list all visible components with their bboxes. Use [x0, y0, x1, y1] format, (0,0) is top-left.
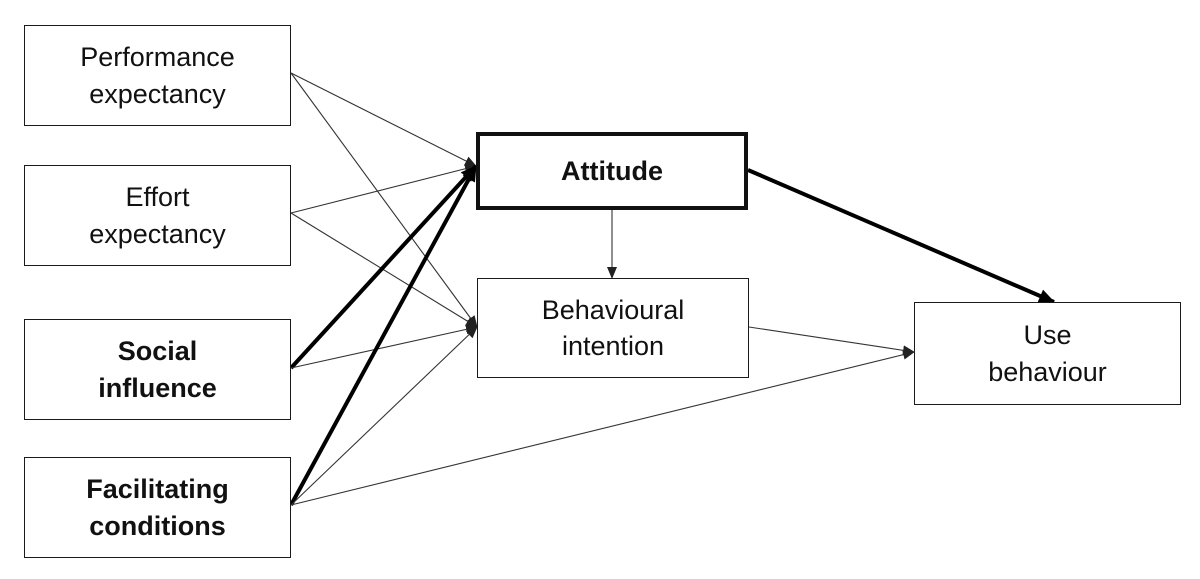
- arrow-social-influence-to-behavioural-intention: [290, 324, 478, 369]
- performance-expectancy-box: Performance expectancy: [24, 25, 291, 126]
- arrow-performance-expectancy-to-attitude: [290, 72, 477, 167]
- arrow-facilitating-conditions-to-attitude: [289, 165, 478, 506]
- use-behaviour-box: Use behaviour: [914, 302, 1181, 405]
- arrow-facilitating-conditions-to-behavioural-intention: [290, 326, 478, 506]
- social-influence-box: Social influence: [24, 319, 291, 420]
- arrow-effort-expectancy-to-attitude: [290, 163, 477, 214]
- arrow-facilitating-conditions-to-use-behaviour: [290, 349, 915, 506]
- effort-expectancy-box: Effort expectancy: [24, 165, 291, 266]
- attitude-box: Attitude: [476, 132, 748, 210]
- arrow-performance-expectancy-to-behavioural-intention: [290, 72, 478, 328]
- arrow-attitude-to-use-behaviour: [747, 168, 1055, 304]
- behavioural-intention-box: Behavioural intention: [477, 278, 749, 378]
- arrow-social-influence-to-attitude: [289, 164, 478, 370]
- arrow-effort-expectancy-to-behavioural-intention: [290, 212, 478, 328]
- facilitating-conditions-box: Facilitating conditions: [24, 457, 291, 558]
- arrow-behavioural-intention-to-use-behaviour: [748, 326, 915, 356]
